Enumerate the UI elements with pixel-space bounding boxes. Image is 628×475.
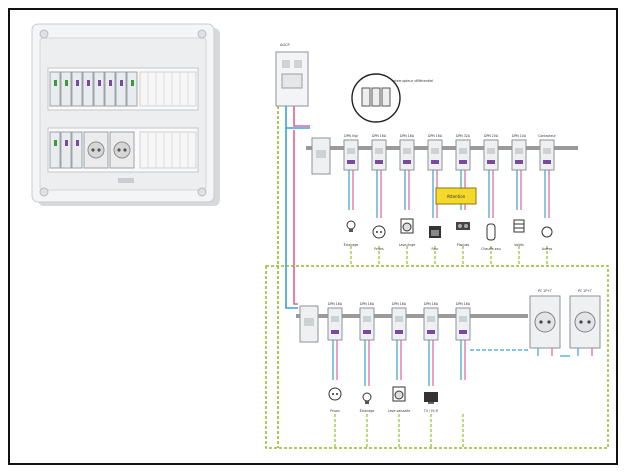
bottom-row-breaker: DPN 16A <box>455 302 471 341</box>
warning-tag <box>435 187 477 205</box>
bottom-busbar <box>296 314 528 318</box>
bottom-row-load-label: Prises <box>330 409 340 413</box>
warning-tag-label: Attention <box>447 194 466 199</box>
bottom-row-breaker: DPN 16A <box>327 302 343 341</box>
bottom-row: DPN 16A Prises DPN 16A Éclairage DPN 16A Lave… <box>327 289 601 448</box>
bottom-row-circuit-wires <box>332 340 338 448</box>
bottom-row-breaker-label: DPN 16A <box>392 302 407 306</box>
top-row-breaker: DPN Vigi <box>343 134 359 171</box>
top-row-breaker-label: Contacteur <box>538 134 556 138</box>
cabinet-screw-tr <box>197 29 207 39</box>
top-row-circuit-wires <box>516 170 522 266</box>
top-row-load-label: Chauffe-eau <box>481 247 500 251</box>
riser-wires <box>277 106 298 448</box>
top-row-breaker: DPN 20A <box>483 134 499 171</box>
top-row-breaker-label: DPN 16A <box>400 134 415 138</box>
top-row-breaker: Contacteur <box>538 134 557 171</box>
top-row-load-label: Prises <box>374 247 384 251</box>
top-row-breaker: DPN 32A <box>455 134 471 171</box>
cabinet-brand-plate <box>118 178 134 183</box>
lower-modules <box>49 131 197 169</box>
heater-icon <box>486 223 496 241</box>
top-row-load-label: Autres <box>542 247 553 251</box>
misc-icon <box>541 226 553 238</box>
top-row-circuit-wires <box>460 170 466 266</box>
top-row-circuit-wires <box>488 170 494 266</box>
top-row-load-label: Lave-linge <box>399 243 416 247</box>
lamp-icon <box>346 220 356 232</box>
bottom-row-circuit-wires <box>428 340 434 448</box>
bottom-row-load-label: Lave-vaisselle <box>388 409 410 413</box>
top-row-breaker-label: DPN 20A <box>484 134 499 138</box>
bottom-row-circuit-wires <box>460 340 466 448</box>
bottom-row-breaker: DPN 16A <box>391 302 407 341</box>
top-row-breaker: DPN 16A <box>371 134 387 171</box>
cabinet-screw-bl <box>39 187 49 197</box>
supply-wires <box>285 106 310 129</box>
top-row-breaker-label: DPN 32A <box>456 134 471 138</box>
wiring-diagram: AGCP Interrupteur différentiel DPN VigiÉ… <box>265 43 609 449</box>
bottom-row-load-label: TV / Hi-Fi <box>423 409 438 413</box>
bottom-row-load-label: Éclairage <box>360 408 375 413</box>
top-row-circuit-wires <box>348 170 354 266</box>
bottom-row-breaker-label: DPN 16A <box>424 302 439 306</box>
top-row-load-label: Plaques <box>457 243 470 247</box>
bottom-row-breaker-label: DPN 16A <box>360 302 375 306</box>
washer-icon <box>400 218 414 234</box>
shutter-icon <box>513 219 525 233</box>
installation-illustration: AGCP Interrupteur différentiel DPN VigiÉ… <box>31 23 609 449</box>
socket-icon <box>328 387 342 401</box>
top-row-breaker: DPN 10A <box>511 134 527 171</box>
modular-socket: PC 2P+T <box>529 289 561 356</box>
bottom-row-circuit-wires <box>364 340 370 448</box>
tv-icon <box>424 392 438 404</box>
cabinet-screw-br <box>197 187 207 197</box>
upper-modules <box>49 71 197 107</box>
bottom-row-breaker: DPN 16A <box>359 302 375 341</box>
top-row-circuit-wires <box>404 170 410 266</box>
zoom-callout-label: Interrupteur différentiel <box>392 79 433 83</box>
top-row-breaker-label: DPN 16A <box>372 134 387 138</box>
top-row-load-label: Volets <box>514 243 524 247</box>
top-row-load-label: Four <box>431 247 439 251</box>
earth-loop <box>265 265 609 449</box>
bottom-row-breaker-label: DPN 16A <box>456 302 471 306</box>
bottom-row-breaker-label: DPN 16A <box>328 302 343 306</box>
top-row-breaker: DPN 16A <box>399 134 415 171</box>
bottom-row-breaker: DPN 16A <box>423 302 439 341</box>
lamp-icon <box>362 392 372 404</box>
consumer-unit <box>31 23 220 206</box>
modular-socket-label: PC 2P+T <box>538 289 552 293</box>
top-row-breaker-label: DPN 10A <box>512 134 527 138</box>
top-row-breaker: DPN 16A <box>427 134 443 171</box>
socket-icon <box>372 225 386 239</box>
modular-socket: PC 2P+T <box>569 289 601 356</box>
cabinet-screw-tl <box>39 29 49 39</box>
top-row-breaker-label: DPN Vigi <box>344 134 358 138</box>
hob-icon <box>456 222 470 230</box>
top-row-circuit-wires <box>376 170 382 266</box>
top-row-circuit-wires <box>544 170 550 266</box>
top-row-breaker-label: DPN 16A <box>428 134 443 138</box>
oven-icon <box>429 226 441 238</box>
top-row-load-label: Éclairage <box>344 242 359 247</box>
main-breaker-caption: AGCP <box>280 43 290 47</box>
modular-socket-label: PC 2P+T <box>578 289 592 293</box>
bottom-row-circuit-wires <box>396 340 402 448</box>
top-row-circuit-wires <box>432 170 438 266</box>
dishwasher-icon <box>392 386 406 402</box>
